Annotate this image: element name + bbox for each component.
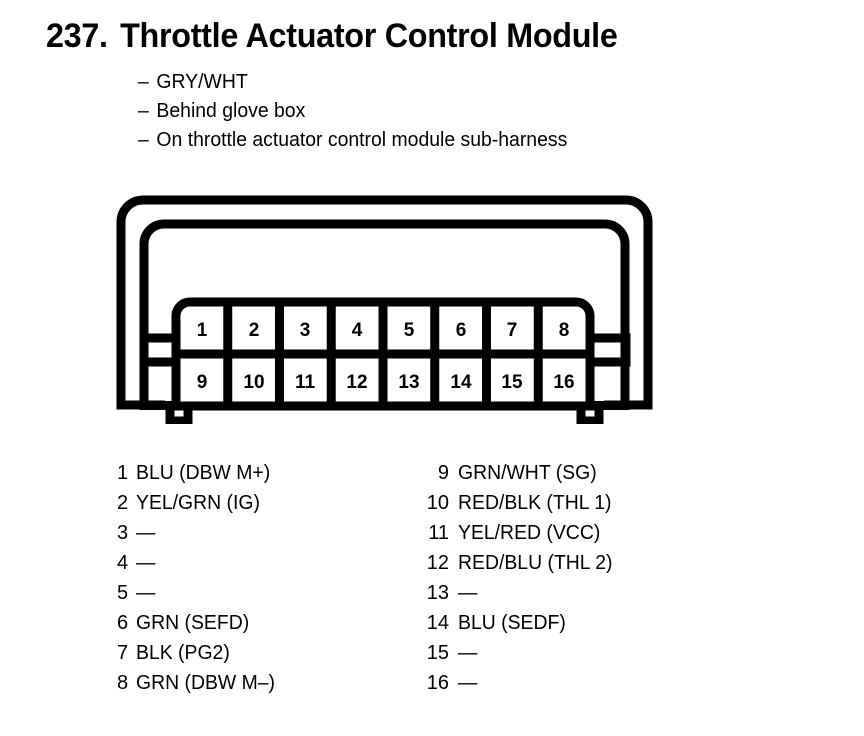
legend-row: 4 — (117, 548, 279, 578)
legend-pin-label: — (458, 672, 478, 694)
note-list: – GRY/WHT – Behind glove box – On thrott… (138, 68, 818, 155)
pin-number: 12 (346, 372, 367, 393)
pin-number: 4 (352, 320, 363, 341)
legend-pin-number: 6 (117, 612, 129, 634)
legend-pin-number: 1 (117, 462, 129, 484)
legend-pin-label: BLU (DBW M+) (136, 462, 271, 484)
pin-number: 1 (197, 320, 208, 341)
pin-number-row-bottom: 9 10 11 12 13 14 15 16 (197, 372, 575, 393)
legend-row: 16 — (420, 668, 617, 698)
legend-pin-label: RED/BLK (THL 1) (458, 492, 612, 514)
legend-pin-label: RED/BLU (THL 2) (458, 552, 613, 574)
legend-pin-label: GRN (SEFD) (136, 612, 250, 634)
page-title-text: Throttle Actuator Control Module (120, 17, 618, 55)
connector-bottom-notch-left (165, 405, 193, 424)
note-text: GRY/WHT (156, 71, 248, 93)
legend-pin-number: 16 (426, 672, 449, 694)
pin-number: 11 (295, 372, 316, 393)
pin-column-dividers (223, 302, 543, 406)
legend-row: 3 — (117, 518, 279, 548)
legend-row: 2 YEL/GRN (IG) (117, 488, 279, 518)
connector-outer-shell (116, 195, 653, 405)
note-dash-icon: – (138, 71, 149, 93)
legend-pin-number: 14 (426, 612, 449, 634)
page-title: 237. Throttle Actuator Control Module (46, 16, 618, 56)
pin-number: 16 (553, 372, 574, 393)
legend-pin-label: — (136, 552, 156, 574)
pin-number: 2 (249, 320, 260, 341)
pin-number: 7 (507, 320, 518, 341)
pin-legend: 1 BLU (DBW M+) 2 YEL/GRN (IG) 3 — 4 — 5 … (0, 458, 864, 708)
note-dash-icon: – (138, 100, 149, 122)
pin-number: 6 (456, 320, 467, 341)
pin-number: 9 (197, 372, 208, 393)
legend-pin-number: 8 (117, 672, 129, 694)
legend-pin-number: 9 (437, 462, 449, 484)
legend-pin-label: — (458, 582, 478, 604)
legend-pin-label: — (458, 642, 478, 664)
legend-row: 5 — (117, 578, 279, 608)
legend-pin-number: 13 (426, 582, 449, 604)
legend-pin-label: YEL/GRN (IG) (136, 492, 260, 514)
pin-number: 15 (501, 372, 523, 393)
pin-number: 10 (243, 372, 264, 393)
legend-pin-label: GRN (DBW M–) (136, 672, 276, 694)
legend-pin-number: 10 (426, 492, 449, 514)
legend-row: 13 — (420, 578, 617, 608)
legend-pin-number: 2 (117, 492, 129, 514)
connector-inner-rail (139, 219, 630, 410)
pin-number: 3 (300, 320, 311, 341)
legend-row: 10 RED/BLK (THL 1) (420, 488, 617, 518)
legend-pin-label: BLU (SEDF) (458, 612, 566, 634)
pin-number: 13 (398, 372, 419, 393)
page-title-number: 237. (46, 17, 108, 55)
pin-number: 5 (404, 320, 415, 341)
legend-row: 7 BLK (PG2) (117, 638, 279, 668)
legend-row: 1 BLU (DBW M+) (117, 458, 279, 488)
legend-row: 9 GRN/WHT (SG) (420, 458, 617, 488)
pin-legend-column-right: 9 GRN/WHT (SG) 10 RED/BLK (THL 1) 11 YEL… (420, 458, 617, 698)
legend-row: 12 RED/BLU (THL 2) (420, 548, 617, 578)
note-line: – GRY/WHT (138, 68, 798, 97)
legend-row: 6 GRN (SEFD) (117, 608, 279, 638)
legend-pin-number: 7 (117, 642, 129, 664)
legend-pin-number: 11 (428, 522, 449, 544)
note-text: On throttle actuator control module sub-… (156, 129, 568, 151)
legend-pin-label: — (136, 522, 156, 544)
legend-pin-number: 3 (117, 522, 129, 544)
legend-row: 11 YEL/RED (VCC) (420, 518, 617, 548)
pin-legend-column-left: 1 BLU (DBW M+) 2 YEL/GRN (IG) 3 — 4 — 5 … (117, 458, 279, 698)
legend-pin-label: YEL/RED (VCC) (458, 522, 601, 544)
legend-pin-number: 5 (117, 582, 129, 604)
note-line: – Behind glove box (138, 97, 798, 126)
pin-number-row-top: 1 2 3 4 5 6 7 8 (197, 320, 570, 341)
legend-pin-number: 4 (117, 552, 129, 574)
legend-row: 8 GRN (DBW M–) (117, 668, 279, 698)
connector-diagram: 1 2 3 4 5 6 7 8 9 10 11 12 13 14 15 16 (108, 192, 668, 424)
pin-number: 8 (559, 320, 570, 341)
legend-pin-label: BLK (PG2) (136, 642, 230, 664)
legend-pin-number: 15 (426, 642, 449, 664)
note-dash-icon: – (138, 129, 149, 151)
note-line: – On throttle actuator control module su… (138, 126, 798, 155)
connector-bottom-notch-right (576, 405, 604, 424)
legend-pin-label: — (136, 582, 156, 604)
legend-pin-label: GRN/WHT (SG) (458, 462, 597, 484)
legend-pin-number: 12 (426, 552, 449, 574)
legend-row: 15 — (420, 638, 617, 668)
note-text: Behind glove box (156, 100, 306, 122)
pin-number: 14 (450, 372, 472, 393)
legend-row: 14 BLU (SEDF) (420, 608, 617, 638)
